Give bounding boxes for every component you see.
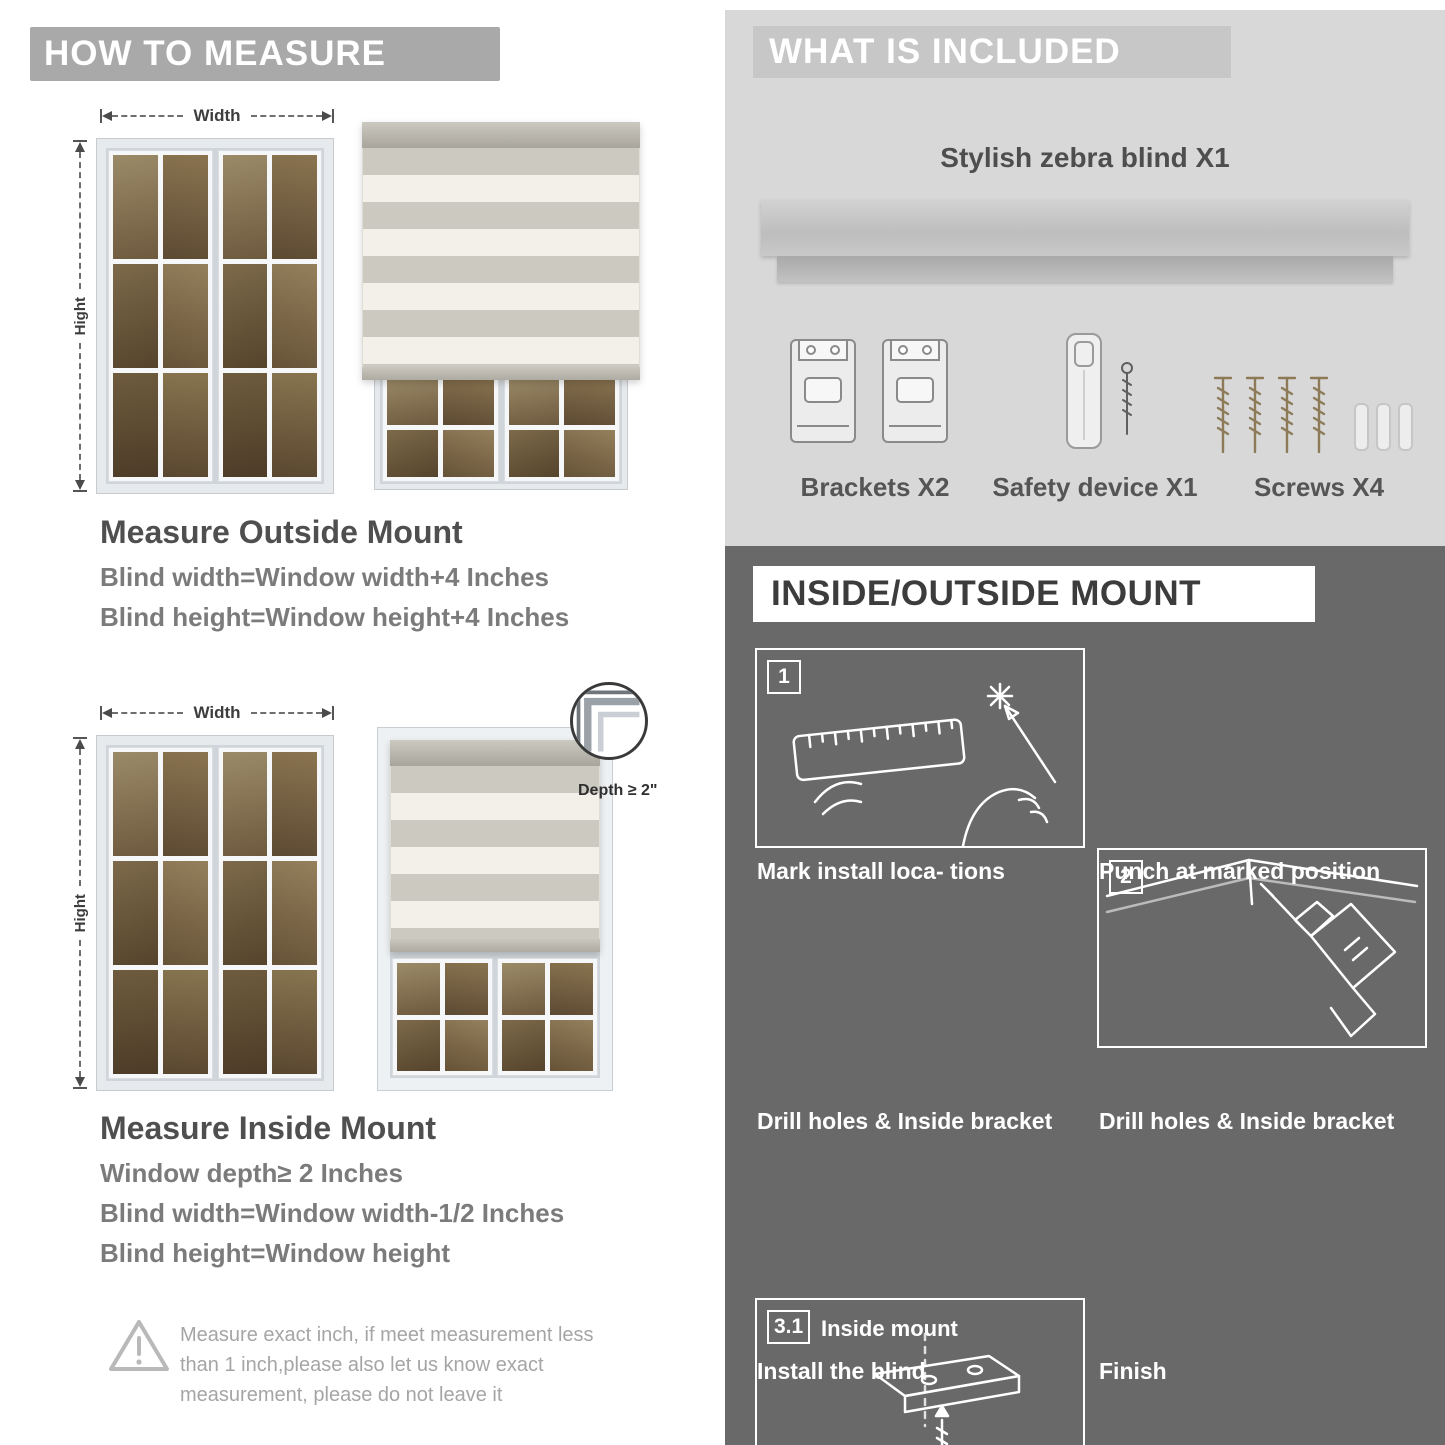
width-arrow: Width (100, 106, 334, 126)
width-label: Width (193, 703, 241, 722)
step-number-badge: 3.1 (767, 1310, 811, 1344)
measure-note: Measure exact inch, if meet measurement … (180, 1324, 594, 1406)
step-3-2-caption: Drill holes & Inside bracket (1099, 1108, 1395, 1134)
warning-triangle-icon (109, 1320, 169, 1371)
inside-mount-rule: Window depth≥ 2 Inches (100, 1158, 403, 1188)
zebra-blind (390, 740, 600, 952)
window-sash (108, 747, 213, 1079)
outside-mount-rule: Blind width=Window width+4 Inches (100, 562, 549, 592)
step-2-caption: Punch at marked position (1099, 858, 1381, 884)
height-arrow: Hight (70, 737, 90, 1090)
inside-mount-rule: Blind width=Window width-1/2 Inches (100, 1198, 565, 1228)
blind-cassette (362, 122, 640, 148)
how-to-measure-section: HOW TO MEASURE Width Hight (0, 0, 712, 1445)
arrow-right-head-icon (322, 111, 332, 121)
arrow-left-head-icon (102, 111, 112, 121)
arrow-up-head-icon (75, 142, 85, 152)
arrow-end-tick (73, 140, 87, 142)
zebra-stripes (390, 766, 600, 939)
step-3-1-panel: 3.1 Inside mount (755, 1298, 1085, 1445)
step-number-badge: 1 (767, 660, 801, 694)
what-is-included-section: WHAT IS INCLUDED Stylish zebra blind X1 (725, 10, 1445, 546)
inside-mount-rule: Blind height=Window height (100, 1238, 450, 1268)
window-illustration (96, 735, 334, 1091)
blind-bottom-rail (362, 367, 640, 380)
inside-mount-label: Inside mount (821, 1316, 958, 1341)
window-corner-icon (576, 690, 640, 752)
safety-device-icon (1066, 333, 1133, 449)
outside-mount-rule: Blind height=Window height+4 Inches (100, 602, 570, 632)
width-arrow: Width (100, 703, 334, 723)
arrow-end-tick (332, 109, 334, 123)
blind-headrail-valance (777, 256, 1393, 282)
outside-mount-title: Measure Outside Mount (100, 514, 463, 550)
step-1-caption: Mark install loca- tions (757, 858, 1005, 884)
mark-location-illustration (792, 682, 1057, 846)
brackets-icon (790, 339, 948, 443)
depth-label: Depth ≥ 2" (578, 782, 658, 799)
mount-instructions-section: INSIDE/OUTSIDE MOUNT (725, 546, 1445, 1445)
arrow-dash (112, 115, 184, 117)
arrow-end-tick (73, 490, 87, 493)
window-sash (217, 747, 322, 1079)
depth-detail-circle (570, 682, 648, 760)
arrow-dash (79, 343, 81, 481)
height-arrow: Hight (70, 140, 90, 493)
width-label: Width (193, 106, 241, 125)
arrow-down-head-icon (75, 480, 85, 491)
height-label: Hight (71, 893, 89, 933)
how-to-measure-header: HOW TO MEASURE (30, 27, 500, 81)
step-number-badge: 2 (1109, 860, 1143, 894)
window-sash (108, 150, 213, 482)
step-5-caption: Finish (1099, 1358, 1167, 1384)
inside-bracket-illustration (873, 1332, 1021, 1445)
zebra-blind-label: Stylish zebra blind X1 (940, 142, 1230, 173)
arrow-right-head-icon (322, 708, 332, 718)
safety-device-label: Safety device X1 (992, 472, 1198, 502)
inside-mount-blind-illustration (377, 727, 613, 1091)
wall-anchors-icon (1354, 403, 1413, 451)
zebra-stripes (362, 148, 640, 367)
arrow-up-head-icon (75, 739, 85, 749)
height-label: Hight (71, 296, 89, 336)
arrow-down-head-icon (75, 1077, 85, 1088)
window-bottom (392, 958, 598, 1076)
zebra-blind (362, 122, 640, 380)
step-3-1-caption: Drill holes & Inside bracket (757, 1108, 1053, 1134)
drill-illustration (1105, 858, 1419, 1038)
step-1-panel: 1 (755, 648, 1085, 848)
blind-cassette (390, 740, 600, 766)
window-bottom (374, 364, 628, 490)
arrow-left-head-icon (102, 708, 112, 718)
brackets-label: Brackets X2 (800, 472, 950, 502)
window-sash (217, 150, 322, 482)
blind-bottom-rail (390, 939, 600, 952)
step-4-caption: Install the blind (757, 1358, 926, 1384)
step-2-panel: 2 (1097, 848, 1427, 1048)
screws-icon (1213, 376, 1413, 454)
arrow-dash (250, 115, 322, 117)
screws-label: Screws X4 (1253, 472, 1385, 502)
arrow-end-tick (100, 109, 102, 123)
blind-headrail (761, 200, 1409, 256)
window-illustration (96, 138, 334, 494)
arrow-dash (79, 152, 81, 289)
inside-mount-title: Measure Inside Mount (100, 1110, 437, 1146)
mount-header: INSIDE/OUTSIDE MOUNT (753, 566, 1315, 622)
outside-mount-blind-illustration (362, 122, 640, 490)
what-is-included-header: WHAT IS INCLUDED (753, 26, 1231, 78)
